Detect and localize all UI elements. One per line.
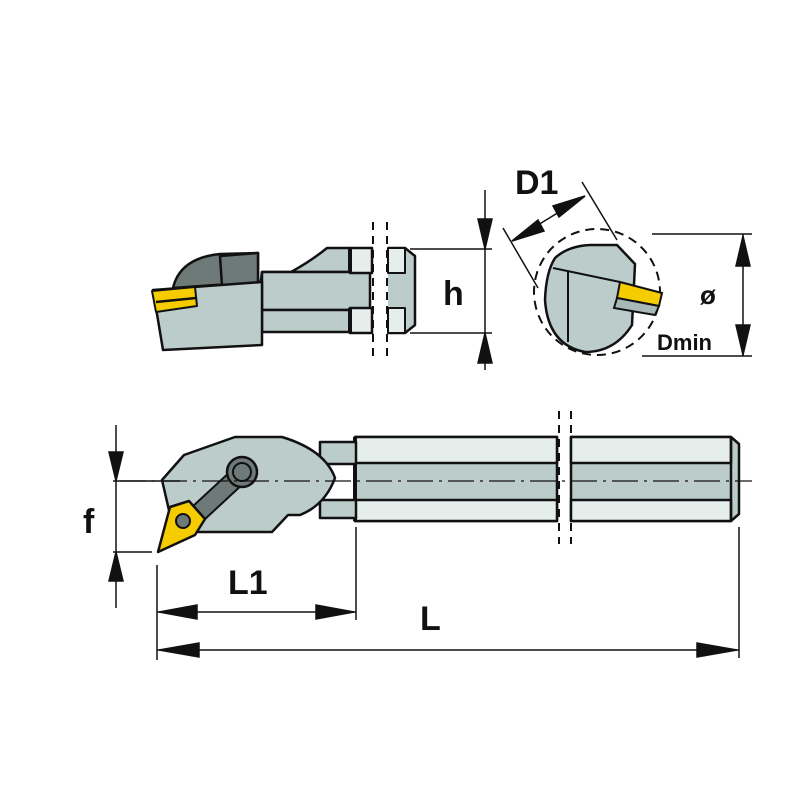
side-view: [151, 246, 417, 352]
break-lines-main: [558, 411, 572, 544]
break-lines-side: [372, 222, 388, 356]
h-label: h: [443, 275, 464, 313]
l1-dimension: [156, 527, 357, 660]
f-label: f: [83, 503, 95, 541]
h-dimension: [410, 190, 493, 370]
cross-section: [533, 228, 664, 356]
diameter-symbol: ø: [700, 280, 716, 310]
dmin-label: Dmin: [657, 330, 712, 355]
l1-label: L1: [228, 564, 268, 602]
dmin-dimension: [642, 233, 752, 357]
d1-label: D1: [515, 164, 558, 202]
l-dimension: [157, 527, 740, 658]
d1-dimension: [502, 181, 618, 289]
bar-top-view: [156, 435, 741, 554]
f-dimension: [108, 425, 180, 608]
l-label: L: [420, 600, 441, 638]
